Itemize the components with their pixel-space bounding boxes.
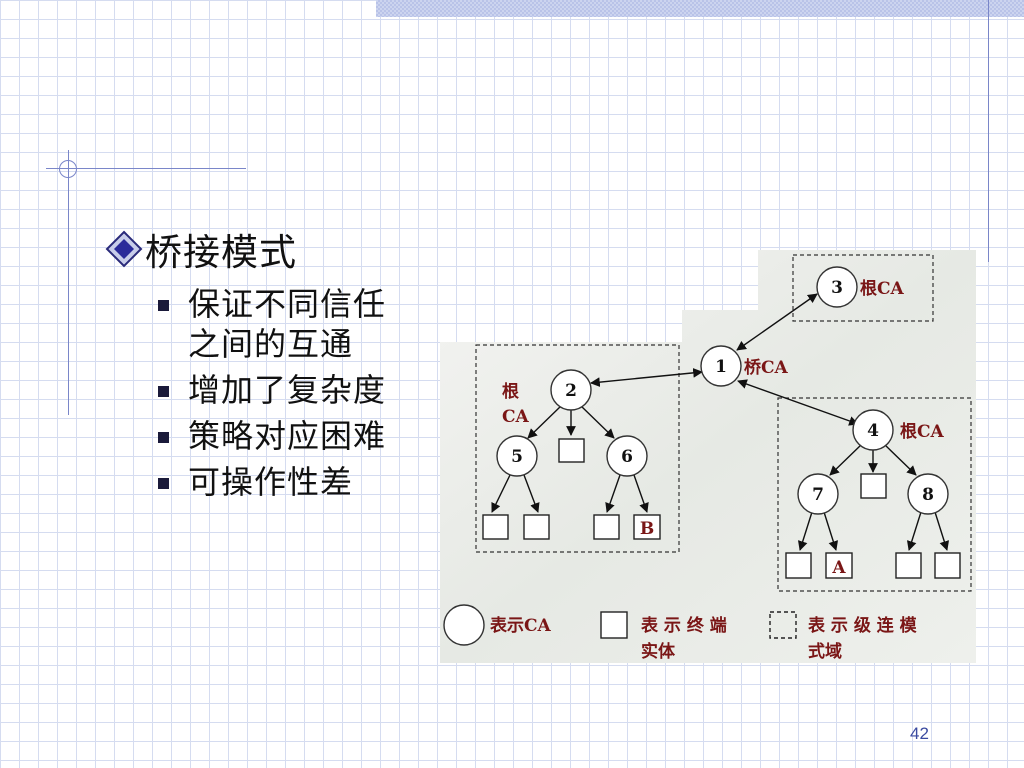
edge-2-5	[527, 404, 563, 439]
end-entity-box	[895, 552, 922, 579]
edge-1-4	[737, 379, 859, 426]
root-ca-label-4: 根CA	[900, 421, 945, 442]
ca-node-5	[496, 435, 538, 477]
connection-lines	[491, 293, 950, 551]
end-entity-box-a	[825, 552, 853, 579]
root-ca-label-3: 根CA	[860, 278, 905, 299]
legend-entity-square	[600, 611, 628, 639]
end-entity-box	[860, 473, 887, 499]
ca-node-8-number: 8	[922, 485, 934, 505]
ca-node-3-number: 3	[831, 278, 843, 298]
legend-entity-label-line2: 实体	[641, 641, 676, 662]
edge-2-6	[579, 404, 615, 439]
edge-8-entity-right	[934, 511, 950, 551]
edge-4-8	[883, 443, 917, 476]
edge-2-1	[590, 367, 703, 388]
ca-node-2	[550, 369, 592, 411]
right-decorative-line	[988, 0, 989, 262]
ca-node-1-number: 1	[715, 357, 727, 377]
bullet-text: 可操作性差	[188, 463, 354, 501]
end-entity-box	[482, 514, 509, 540]
edge-6-entity-left	[605, 474, 621, 513]
diagram-legend: 表示CA 表 示 终 端 实体 表 示 级 连 模 式域	[443, 604, 918, 662]
legend-entity-label-line1: 表 示 终 端	[641, 615, 727, 636]
edge-6-entity-b	[633, 474, 649, 513]
edge-7-entity-a	[823, 511, 839, 551]
bullet-text: 保证不同信任之间的互通	[188, 285, 387, 363]
ca-node-7	[797, 473, 839, 515]
legend-ca-circle	[443, 604, 485, 646]
domain-box-root-4	[777, 397, 972, 592]
root-ca-label-2-line2: CA	[502, 407, 530, 427]
bullet-list: 保证不同信任之间的互通 增加了复杂度 策略对应困难 可操作性差	[158, 284, 398, 508]
bullet-item: 可操作性差	[158, 462, 398, 502]
bullet-item: 增加了复杂度	[158, 370, 398, 410]
ca-node-8	[907, 473, 949, 515]
edge-3-1	[736, 293, 818, 351]
diamond-bullet-icon	[105, 230, 143, 268]
bridge-ca-label: 桥CA	[744, 358, 789, 378]
ca-node-6-number: 6	[621, 447, 633, 467]
ca-node-3	[816, 266, 858, 308]
entity-a-label: A	[831, 558, 846, 578]
edge-4-7	[829, 443, 863, 476]
end-entity-box	[785, 552, 812, 579]
end-entity-box	[558, 438, 585, 463]
end-entity-box-b	[633, 514, 661, 540]
end-entity-box	[523, 514, 550, 540]
end-entity-box	[934, 552, 961, 579]
square-bullet-icon	[158, 386, 169, 397]
bullet-text: 增加了复杂度	[188, 371, 387, 409]
edge-5-entity-right	[523, 474, 540, 513]
legend-domain-label-line2: 式域	[808, 641, 842, 662]
ca-node-6	[606, 435, 648, 477]
square-bullet-icon	[158, 478, 169, 489]
decorative-horizontal-line	[46, 168, 246, 169]
legend-domain-label-line1: 表 示 级 连 模	[808, 615, 918, 636]
entity-b-label: B	[640, 519, 654, 539]
page-number: 42	[910, 724, 929, 743]
ca-node-4-number: 4	[867, 421, 879, 441]
ca-node-2-number: 2	[565, 381, 577, 401]
diagram-svg: 3 1 2 5 6 4 7 8 根CA 桥CA 根 CA	[440, 250, 976, 663]
domain-box-root-3	[792, 254, 934, 322]
decorative-circle	[59, 160, 77, 178]
domain-box-root-2	[475, 344, 680, 553]
decorative-vertical-line	[68, 150, 69, 415]
bullet-item: 策略对应困难	[158, 416, 398, 456]
heading-text: 桥接模式	[145, 231, 297, 274]
bullet-item: 保证不同信任之间的互通	[158, 284, 398, 364]
end-entity-box	[593, 514, 620, 540]
legend-domain-square	[769, 611, 797, 639]
edge-8-entity-left	[906, 511, 922, 551]
bridge-ca-diagram: 3 1 2 5 6 4 7 8 根CA 桥CA 根 CA	[440, 250, 980, 665]
square-bullet-icon	[158, 432, 169, 443]
edge-5-entity-left	[491, 474, 511, 513]
top-decorative-band	[376, 0, 1024, 17]
ca-node-1	[700, 345, 742, 387]
ca-node-4	[852, 409, 894, 451]
edge-7-entity-left	[797, 511, 813, 551]
root-ca-label-2-line1: 根	[502, 381, 519, 402]
bullet-text: 策略对应困难	[188, 417, 387, 455]
square-bullet-icon	[158, 300, 169, 311]
ca-node-7-number: 7	[812, 485, 824, 505]
slide-heading: 桥接模式	[103, 222, 297, 276]
ca-node-5-number: 5	[511, 447, 523, 467]
legend-ca-label: 表示CA	[490, 615, 552, 636]
